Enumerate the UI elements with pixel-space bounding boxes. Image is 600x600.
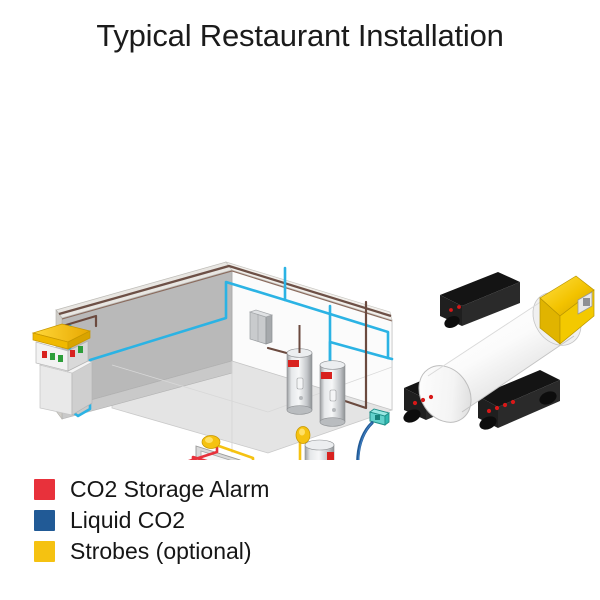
co2-tank-3[interactable]: [304, 439, 335, 460]
strobe-wiring: [214, 436, 302, 460]
legend-item-co2-storage-alarm: CO2 Storage Alarm: [34, 474, 454, 505]
page-title: Typical Restaurant Installation: [96, 18, 504, 53]
panel-strobe-side: [67, 330, 91, 350]
co2-tank-2-label: [321, 372, 332, 379]
co2-alarm-wiring: [187, 445, 219, 460]
panel-pedestal-front: [39, 364, 73, 416]
panel-indicator-5[interactable]: [78, 346, 83, 353]
co2-tank-2-gauge: [329, 389, 337, 402]
co2-tank-2[interactable]: [319, 360, 346, 427]
liquid-co2-hose: [356, 421, 374, 460]
wall-box-side: [265, 314, 273, 345]
legend-item-liquid-co2: Liquid CO2: [34, 505, 454, 536]
room-shell: [55, 261, 393, 454]
co2-tank-1-label: [288, 360, 299, 367]
strobe-light-door[interactable]: [201, 435, 221, 449]
co2-tank-1-gauge: [296, 377, 304, 390]
tanker-truck[interactable]: [401, 272, 595, 432]
alarm-wire-exterior: [187, 445, 219, 460]
co2-tank-3-label: [327, 452, 334, 460]
legend-label-co2-storage-alarm: CO2 Storage Alarm: [70, 476, 270, 502]
strobe-wire-door: [214, 443, 255, 460]
legend-swatch-co2-storage-alarm: [34, 479, 55, 500]
panel-indicator-4[interactable]: [70, 350, 75, 357]
legend-label-liquid-co2: Liquid CO2: [70, 507, 186, 533]
liquid-co2-hose-highlight: [358, 422, 373, 460]
diagram-stage: [0, 120, 600, 460]
room-wall-trim-inner: [61, 270, 393, 322]
typical-restaurant-installation-diagram: [31, 261, 595, 460]
wall-box-top: [248, 309, 274, 318]
electrical-control-panel[interactable]: [31, 323, 93, 416]
legend-swatch-liquid-co2: [34, 510, 55, 531]
truck-cab: [539, 275, 595, 345]
legend-swatch-strobes: [34, 541, 55, 562]
truck-marker-lights: [412, 305, 516, 414]
panel-indicator-2[interactable]: [50, 353, 55, 360]
truck-tank-end-cap: [418, 365, 472, 423]
legend-label-strobes: Strobes (optional): [70, 538, 252, 564]
panel-indicator-3[interactable]: [58, 355, 63, 362]
legend-item-strobes: Strobes (optional): [34, 536, 454, 567]
strobe-light-tank[interactable]: [295, 426, 311, 444]
legend: CO2 Storage Alarm Liquid CO2 Strobes (op…: [34, 474, 454, 567]
room-wall-trim: [58, 264, 392, 318]
room-floor-seam-2: [111, 364, 393, 413]
alarm-wire-door-loop: [191, 455, 208, 460]
panel-indicator-1[interactable]: [42, 351, 47, 358]
truck-wheels: [403, 316, 557, 430]
door-leaf: [200, 450, 231, 460]
conduit-panel-run: [54, 314, 98, 330]
co2-tank-1[interactable]: [286, 325, 313, 415]
wall-control-box[interactable]: [248, 309, 274, 345]
co2-fill-connection[interactable]: [368, 408, 391, 426]
gas-line-right-branch: [386, 356, 394, 361]
